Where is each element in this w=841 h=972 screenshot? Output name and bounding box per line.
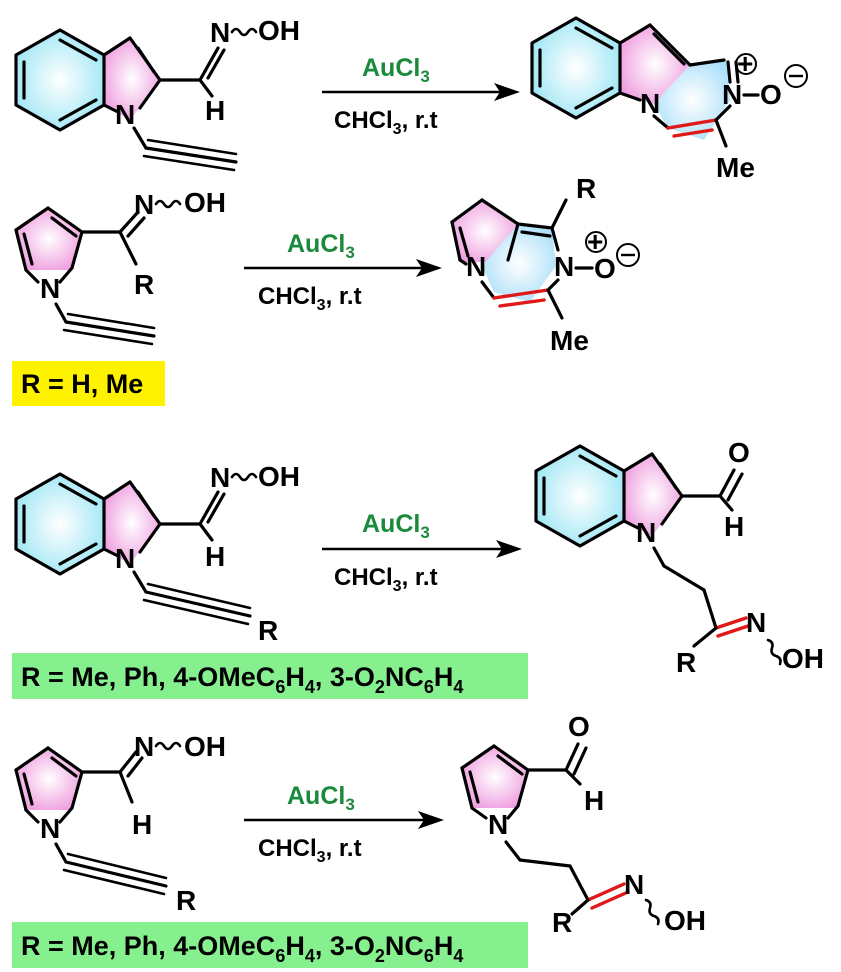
arrow-3: AuCl3 CHCl3, r.t xyxy=(322,510,522,595)
atom-n1: N xyxy=(115,99,135,130)
atom-n1: N xyxy=(115,543,135,574)
atom-n-oxime: N xyxy=(624,869,644,900)
catalyst-label-3: AuCl3 xyxy=(362,510,430,542)
atom-n-oxide: N xyxy=(554,251,574,282)
product-1-pyrazinoindole-n-oxide: N N + O Me xyxy=(530,16,808,183)
reaction-4: N N OH H R AuCl3 CHCl3, r.t xyxy=(12,711,706,968)
green-label-box xyxy=(12,922,528,968)
atom-n-oxime: N xyxy=(210,17,230,48)
catalyst-label-4: AuCl3 xyxy=(287,782,355,814)
reactant-3-indole-oxime: N H N OH R xyxy=(14,461,300,646)
atom-n-oxide: N xyxy=(722,79,742,110)
arrow-2: AuCl3 CHCl3, r.t xyxy=(244,230,442,314)
pyrrole-ring-fill xyxy=(104,482,160,564)
catalyst-label-2: AuCl3 xyxy=(287,230,355,262)
reaction-3: N H N OH R AuCl3 CHCl3, r.t xyxy=(12,437,824,699)
reaction-1: N H N OH AuCl3 CHCl3, r.t xyxy=(14,15,808,183)
atom-n-oxime: N xyxy=(134,189,154,220)
arrow-4: AuCl3 CHCl3, r.t xyxy=(244,782,444,866)
atom-o-oxide: O xyxy=(594,253,616,284)
product-4-pyrrole-aldehyde-oxime: N O H N OH R xyxy=(460,711,706,938)
solvent-label-2: CHCl3, r.t xyxy=(258,283,362,314)
atom-r: R xyxy=(552,907,572,938)
reactant-1-indole-oxime: N H N OH xyxy=(14,15,300,172)
substituent-text-2: R = H, Me xyxy=(21,369,143,399)
solvent-label-4: CHCl3, r.t xyxy=(258,835,362,866)
atom-n-oxime: N xyxy=(210,462,230,493)
reaction-2: N N OH R AuCl3 CHCl3, r.t xyxy=(12,173,640,406)
atom-r: R xyxy=(576,173,596,204)
benzo-ring-fill xyxy=(16,474,104,574)
atom-r: R xyxy=(258,615,278,646)
atom-me: Me xyxy=(550,325,589,356)
atom-h: H xyxy=(205,541,225,572)
substituent-label-3: R = Me, Ph, 4-OMeC6H4, 3-O2NC6H4 xyxy=(12,653,528,699)
atom-n-ring: N xyxy=(640,88,660,119)
pyrrole-ring-fill xyxy=(16,748,82,810)
substituent-label-4: R = Me, Ph, 4-OMeC6H4, 3-O2NC6H4 xyxy=(12,922,528,968)
pyrrole-ring-fill xyxy=(462,746,528,808)
catalyst-label-1: AuCl3 xyxy=(362,54,430,86)
atom-n-ring: N xyxy=(466,251,486,282)
atom-n1: N xyxy=(636,517,656,548)
atom-oh: OH xyxy=(184,187,226,218)
yellow-label-box xyxy=(12,361,165,406)
reactant-4-pyrrole-oxime: N N OH H R xyxy=(14,731,226,916)
atom-h: H xyxy=(132,809,152,840)
atom-n1: N xyxy=(40,813,60,844)
solvent-label-3: CHCl3, r.t xyxy=(334,564,438,595)
substituent-text-4: R = Me, Ph, 4-OMeC6H4, 3-O2NC6H4 xyxy=(21,931,463,966)
atom-me: Me xyxy=(716,152,755,183)
arrow-1: AuCl3 CHCl3, r.t xyxy=(322,54,520,138)
benzo-ring-fill xyxy=(532,18,620,118)
solvent-label-1: CHCl3, r.t xyxy=(334,107,438,138)
atom-r: R xyxy=(176,885,196,916)
atom-o-oxide: O xyxy=(760,79,782,110)
atom-r: R xyxy=(676,647,696,678)
substituent-label-2: R = H, Me xyxy=(12,361,165,406)
pyrrole-ring-fill xyxy=(16,208,82,270)
pyrrole-ring-fill xyxy=(624,454,682,536)
atom-h: H xyxy=(724,511,744,542)
atom-n-oxime: N xyxy=(746,607,766,638)
atom-oh: OH xyxy=(664,905,706,936)
atom-h: H xyxy=(584,785,604,816)
benzo-ring-fill xyxy=(536,446,624,546)
reactant-2-pyrrole-oxime: N N OH R xyxy=(14,187,226,346)
substituent-text-3: R = Me, Ph, 4-OMeC6H4, 3-O2NC6H4 xyxy=(21,662,463,697)
atom-oh: OH xyxy=(258,461,300,492)
atom-o-aldehyde: O xyxy=(568,711,590,742)
atom-r: R xyxy=(134,269,154,300)
green-label-box xyxy=(12,653,528,699)
benzo-ring-fill xyxy=(16,30,104,130)
product-2-pyrrolopyrazine-n-oxide: N R N + O Me xyxy=(450,173,640,356)
atom-oh: OH xyxy=(184,731,226,762)
pyrrole-ring-fill xyxy=(620,25,690,104)
product-3-indole-aldehyde-oxime: N O H N OH R xyxy=(534,437,824,678)
atom-n1: N xyxy=(488,809,508,840)
atom-n-oxime: N xyxy=(134,731,154,762)
atom-oh: OH xyxy=(258,15,300,46)
charge-plus: + xyxy=(737,48,753,79)
atom-h: H xyxy=(205,95,225,126)
charge-plus: + xyxy=(587,226,603,257)
atom-n1: N xyxy=(40,273,60,304)
pyrrole-ring-fill xyxy=(104,38,160,120)
atom-o-aldehyde: O xyxy=(728,437,750,468)
atom-oh: OH xyxy=(782,643,824,674)
pyrazine-ring-fill xyxy=(482,224,556,302)
